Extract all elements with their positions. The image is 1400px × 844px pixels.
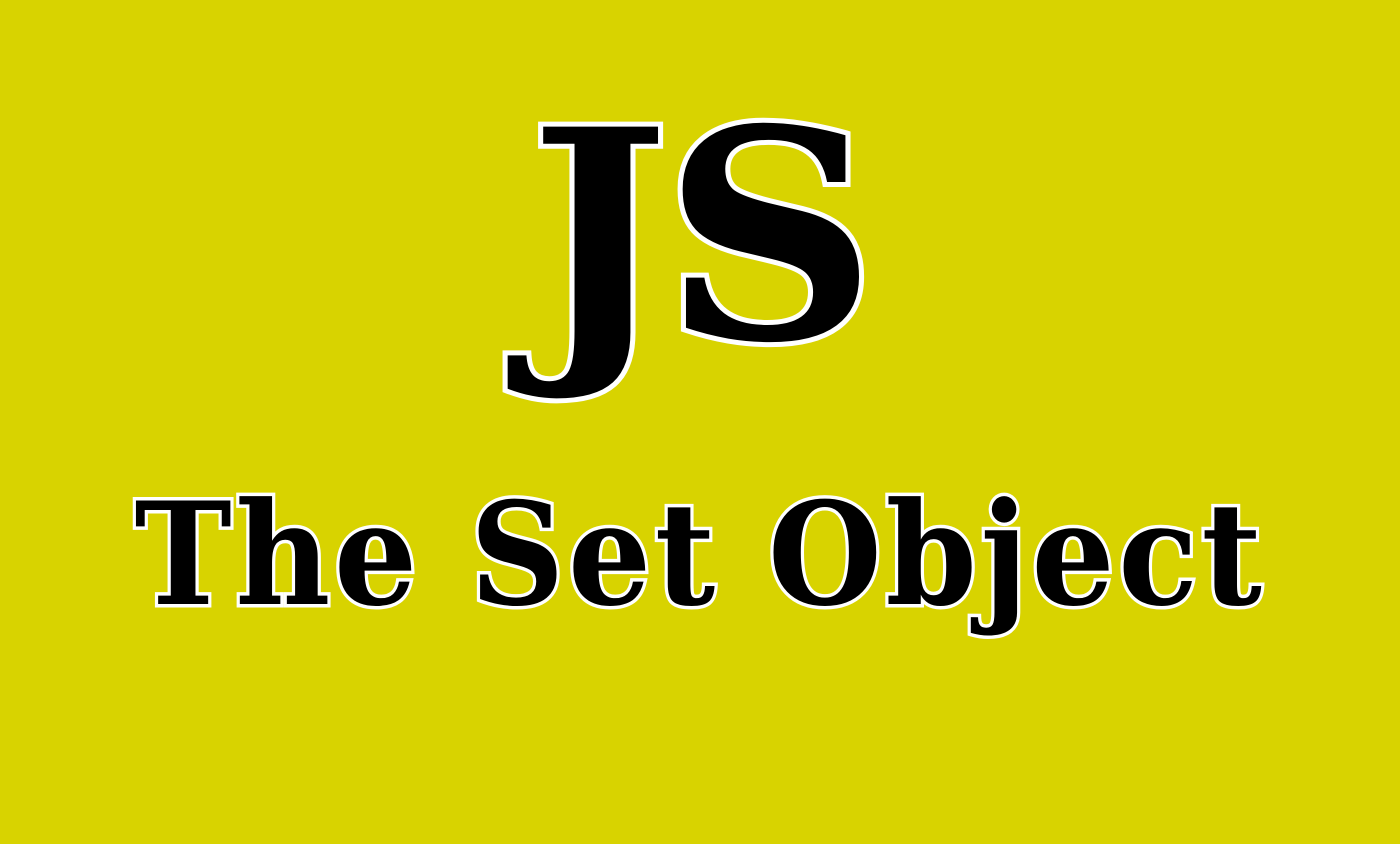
- title-text: The Set Object: [131, 472, 1266, 638]
- js-logo-text: JS: [524, 67, 882, 407]
